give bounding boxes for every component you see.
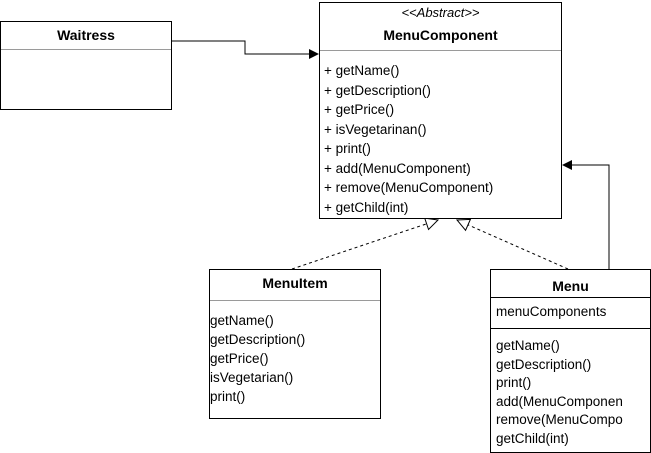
menuitem-class[interactable]: MenuItem getName() getDescription() getP…	[209, 269, 381, 419]
operation: getPrice()	[210, 351, 269, 366]
operation: print()	[496, 375, 532, 390]
waitress-class-name: Waitress	[57, 27, 115, 43]
menuitem-inheritance-arrow	[291, 220, 438, 270]
operation: + add(MenuComponent)	[324, 160, 471, 176]
operation: + getName()	[324, 63, 400, 78]
menuitem-class-name: MenuItem	[262, 275, 328, 291]
menucomponent-stereotype: <<Abstract>>	[401, 5, 480, 20]
waitress-divider	[1, 49, 171, 50]
menucomponent-operations: + getName() + getDescription() + getPric…	[324, 61, 493, 217]
menu-inheritance-arrow	[457, 220, 569, 270]
menucomponent-divider	[320, 50, 561, 51]
operation: getDescription()	[496, 356, 592, 372]
attribute: menuComponents	[496, 304, 607, 319]
menu-operations: getName() getDescription() print() add(M…	[496, 337, 650, 448]
operation: remove(MenuCompo	[496, 412, 623, 427]
operation: print()	[210, 389, 246, 404]
operation: getChild(int)	[496, 430, 569, 446]
operation: + getDescription()	[324, 82, 431, 98]
menu-class[interactable]: Menu menuComponents getName() getDescrip…	[490, 269, 651, 453]
operation: isVegetarian()	[210, 370, 294, 385]
waitress-class[interactable]: Waitress	[0, 21, 172, 110]
menuitem-divider	[210, 300, 380, 301]
menuitem-operations: getName() getDescription() getPrice() is…	[210, 311, 305, 406]
operation: + remove(MenuComponent)	[324, 180, 494, 195]
operation: + getChild(int)	[324, 199, 409, 215]
operation: getDescription()	[210, 332, 306, 347]
menu-attributes: menuComponents	[496, 302, 650, 322]
menu-children-association-arrow	[562, 160, 610, 269]
waitress-association-arrow	[172, 40, 319, 59]
menu-header-divider	[491, 297, 650, 298]
operation: + print()	[324, 141, 371, 156]
operation: add(MenuComponen	[496, 393, 623, 409]
operation: getName()	[496, 338, 560, 353]
operation: getName()	[210, 313, 274, 328]
menucomponent-class[interactable]: <<Abstract>> MenuComponent + getName() +…	[319, 2, 562, 219]
menucomponent-class-name: MenuComponent	[383, 27, 498, 43]
operation: + getPrice()	[324, 102, 395, 117]
menu-attributes-divider	[491, 328, 650, 329]
operation: + isVegetarinan()	[324, 121, 427, 137]
menu-class-name: Menu	[552, 278, 589, 294]
